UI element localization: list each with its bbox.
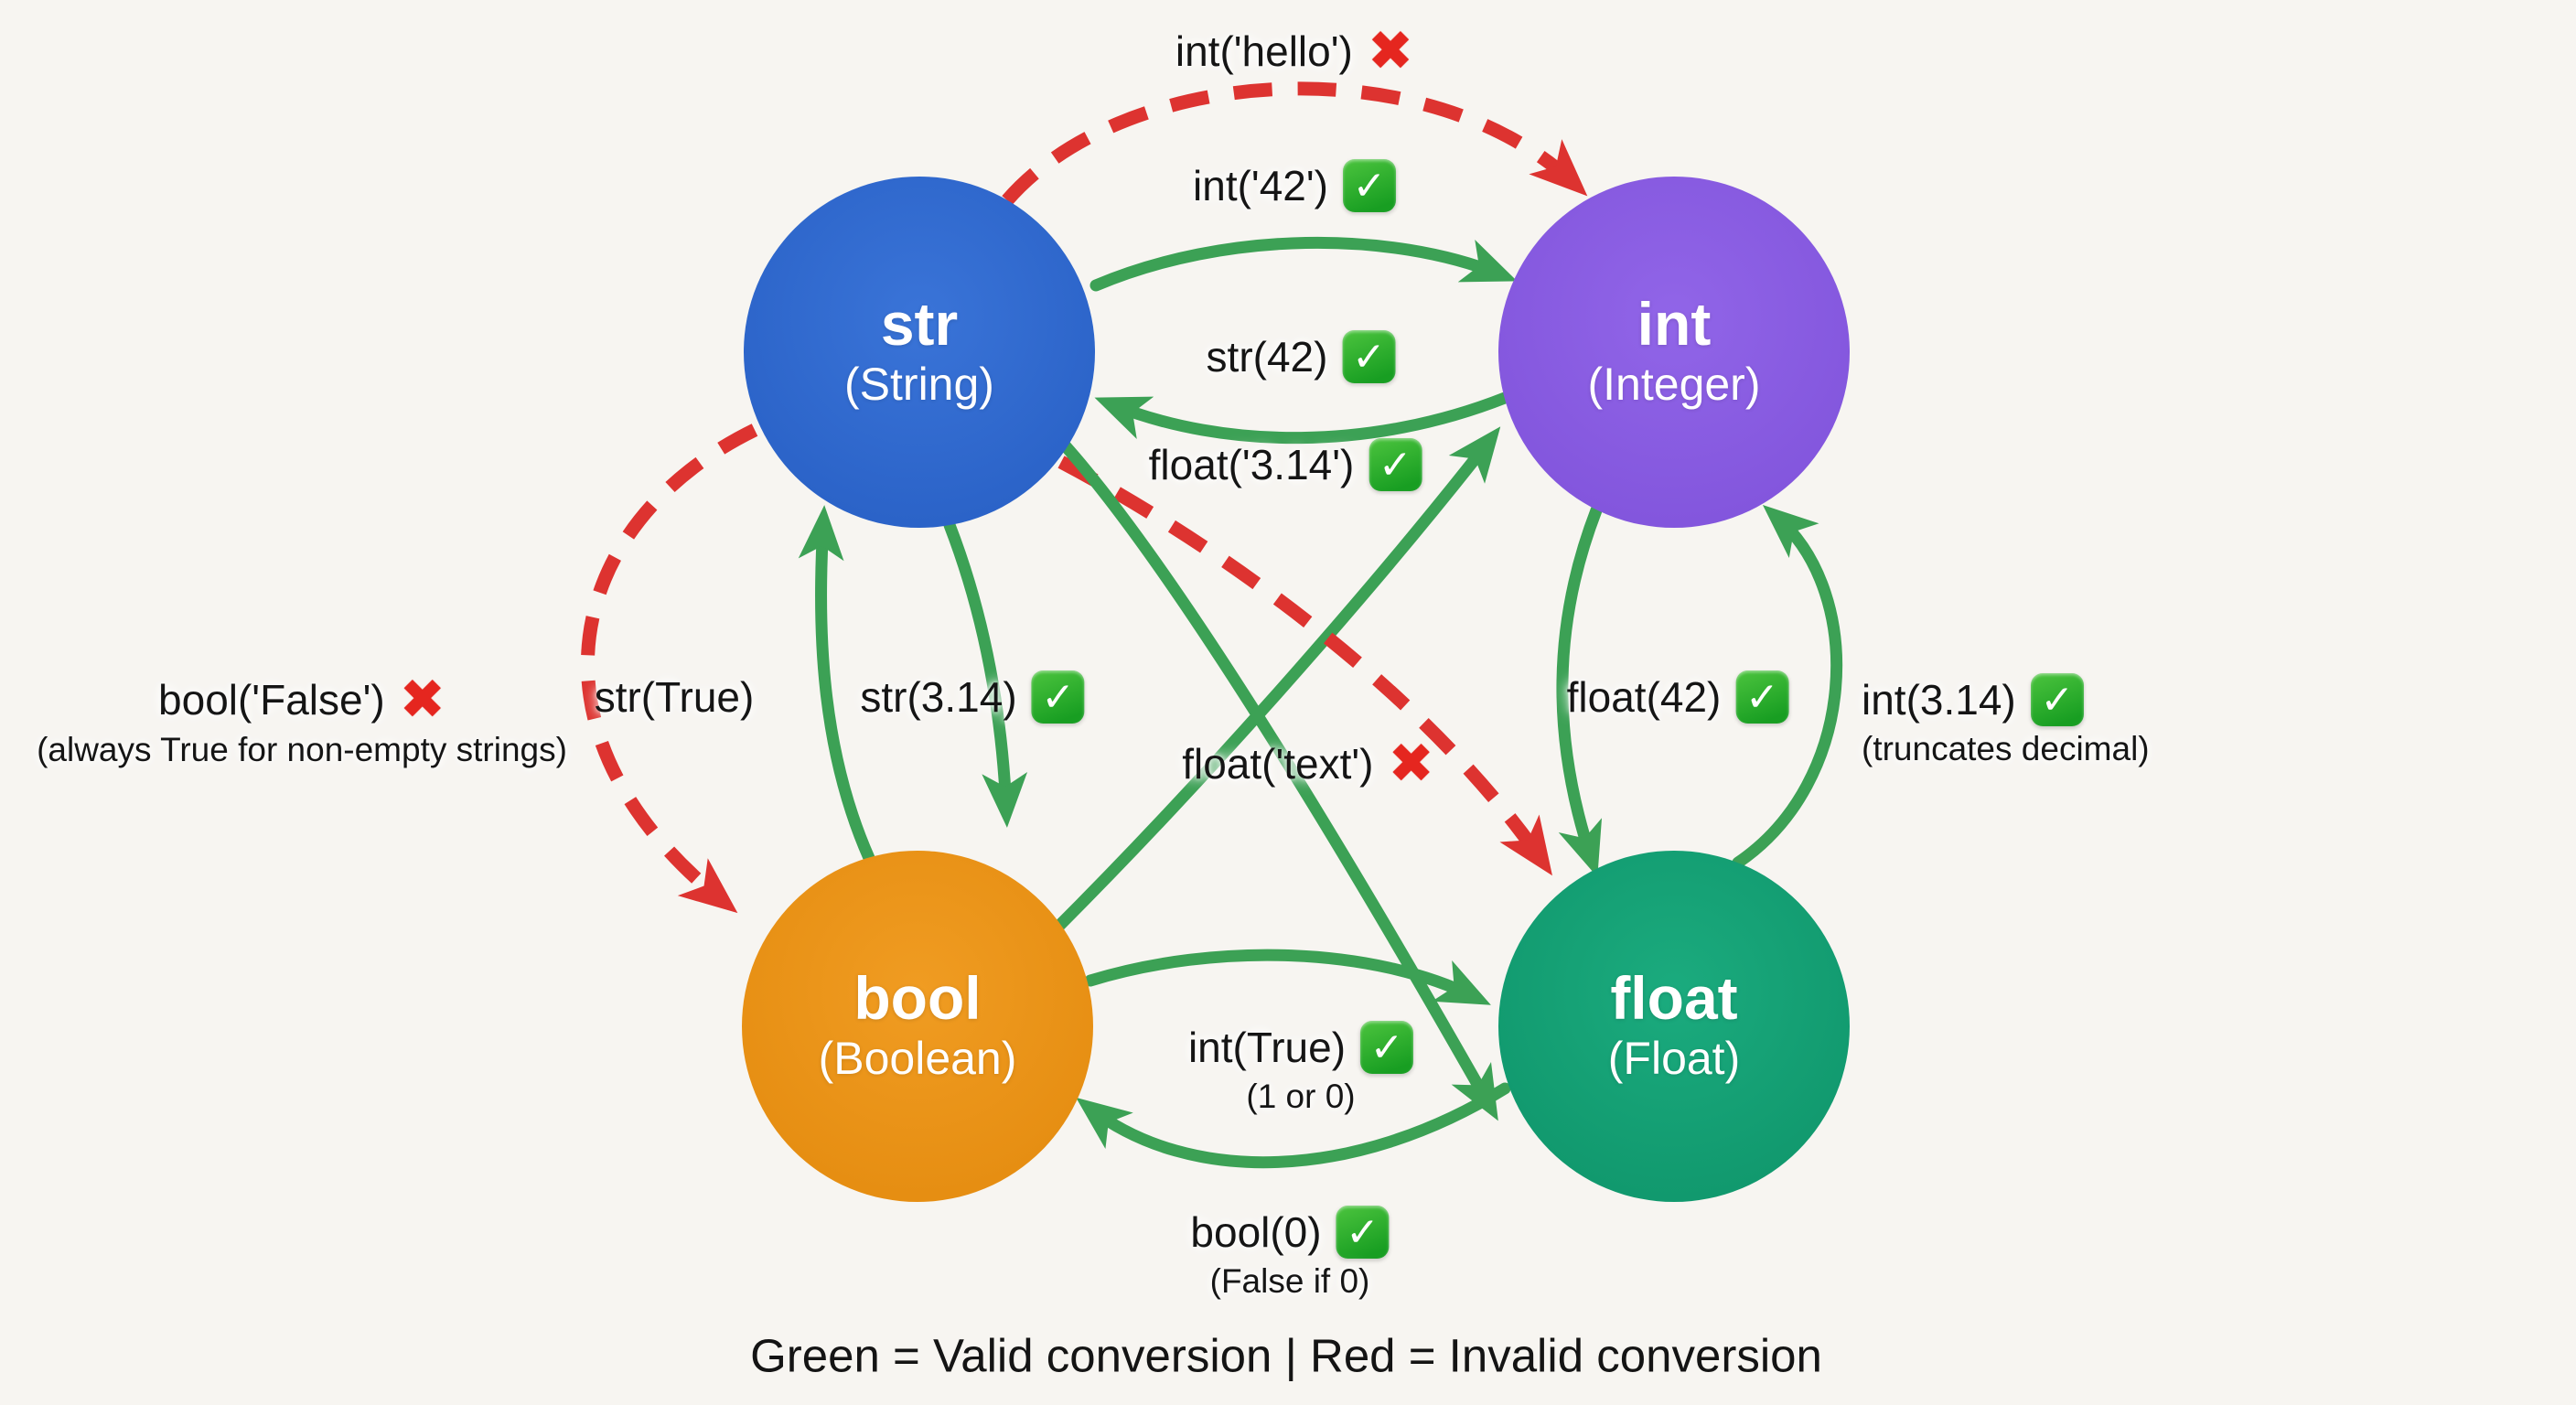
label-float-str-code: float('3.14')	[1148, 441, 1355, 488]
edge-float-to-int-valid	[1732, 504, 1843, 869]
valid-check-icon: ✓	[1360, 1021, 1414, 1075]
node-float: float (Float)	[1498, 851, 1850, 1202]
label-str-true: str(True)	[595, 672, 755, 722]
label-int-hello: int('hello') ✖	[1175, 24, 1413, 79]
label-int-true-code: int(True)	[1187, 1024, 1347, 1072]
label-bool-0: bool(0) ✓ (False if 0)	[1190, 1206, 1390, 1304]
node-float-label: float	[1610, 964, 1738, 1033]
valid-check-icon: ✓	[2030, 673, 2084, 727]
label-int-314-note: (truncates decimal)	[1862, 730, 2150, 768]
label-int-true: int(True) ✓ (1 or 0)	[1187, 1021, 1414, 1120]
edge-str-to-float-invalid	[1057, 456, 1552, 876]
edge-str-to-int-valid	[1089, 236, 1518, 292]
node-bool-sublabel: (Boolean)	[818, 1032, 1017, 1084]
node-bool: bool (Boolean)	[742, 851, 1093, 1202]
edge-str-to-int-invalid	[1002, 81, 1588, 205]
valid-check-icon: ✓	[1735, 670, 1789, 724]
label-bool-false: bool('False') ✖ (always True for non-emp…	[37, 672, 567, 773]
invalid-cross-icon: ✖	[1367, 20, 1414, 81]
label-float-text: float('text') ✖	[1182, 736, 1434, 791]
edge-str-to-bool-invalid	[581, 424, 758, 914]
label-bool-false-code: bool('False')	[158, 676, 385, 724]
label-float-str: float('3.14') ✓	[1149, 438, 1422, 491]
label-float-42: float(42) ✓	[1567, 670, 1789, 724]
valid-check-icon: ✓	[1368, 438, 1422, 491]
label-str-42-code: str(42)	[1206, 333, 1328, 381]
invalid-cross-icon: ✖	[1388, 733, 1434, 794]
node-int-label: int	[1637, 290, 1712, 359]
node-str-sublabel: (String)	[844, 358, 994, 410]
valid-check-icon: ✓	[1031, 670, 1085, 724]
label-int-314-code: int(3.14)	[1862, 676, 2016, 724]
edge-int-to-str-valid	[1094, 391, 1511, 445]
edge-bool-to-str-valid	[798, 505, 875, 864]
node-str: str (String)	[744, 177, 1095, 528]
valid-check-icon: ✓	[1342, 330, 1396, 383]
node-int: int (Integer)	[1498, 177, 1850, 528]
node-bool-label: bool	[853, 964, 982, 1033]
edge-bool-to-int-diagonal	[1046, 426, 1501, 939]
label-str-42: str(42) ✓	[1207, 330, 1396, 383]
label-str-true-code: str(True)	[594, 673, 755, 721]
node-str-label: str	[880, 290, 959, 359]
label-bool-0-code: bool(0)	[1190, 1208, 1322, 1257]
edge-str-to-bool-valid	[943, 519, 1028, 828]
valid-check-icon: ✓	[1342, 159, 1396, 212]
label-int-42: int('42') ✓	[1193, 159, 1396, 212]
label-int-hello-code: int('hello')	[1175, 27, 1353, 75]
edge-int-to-float-valid	[1556, 504, 1603, 877]
edge-bool-to-float-valid	[1084, 949, 1491, 1005]
invalid-cross-icon: ✖	[399, 669, 445, 731]
label-float-42-code: float(42)	[1566, 673, 1722, 721]
label-str-314: str(3.14) ✓	[860, 670, 1085, 724]
edge-float-to-bool-valid	[1076, 1082, 1511, 1169]
label-str-314-code: str(3.14)	[860, 673, 1017, 721]
edge-str-to-float-valid	[1059, 440, 1498, 1121]
label-bool-false-note: (always True for non-empty strings)	[37, 731, 567, 769]
label-float-text-code: float('text')	[1182, 740, 1374, 788]
label-int-true-note: (1 or 0)	[1246, 1078, 1356, 1116]
legend-text: Green = Valid conversion | Red = Invalid…	[750, 1329, 1822, 1382]
label-int-42-code: int('42')	[1193, 162, 1328, 209]
label-int-314: int(3.14) ✓ (truncates decimal)	[1862, 673, 2150, 772]
valid-check-icon: ✓	[1336, 1206, 1390, 1260]
label-bool-0-note: (False if 0)	[1209, 1262, 1370, 1301]
node-float-sublabel: (Float)	[1607, 1032, 1741, 1084]
node-int-sublabel: (Integer)	[1587, 358, 1761, 410]
